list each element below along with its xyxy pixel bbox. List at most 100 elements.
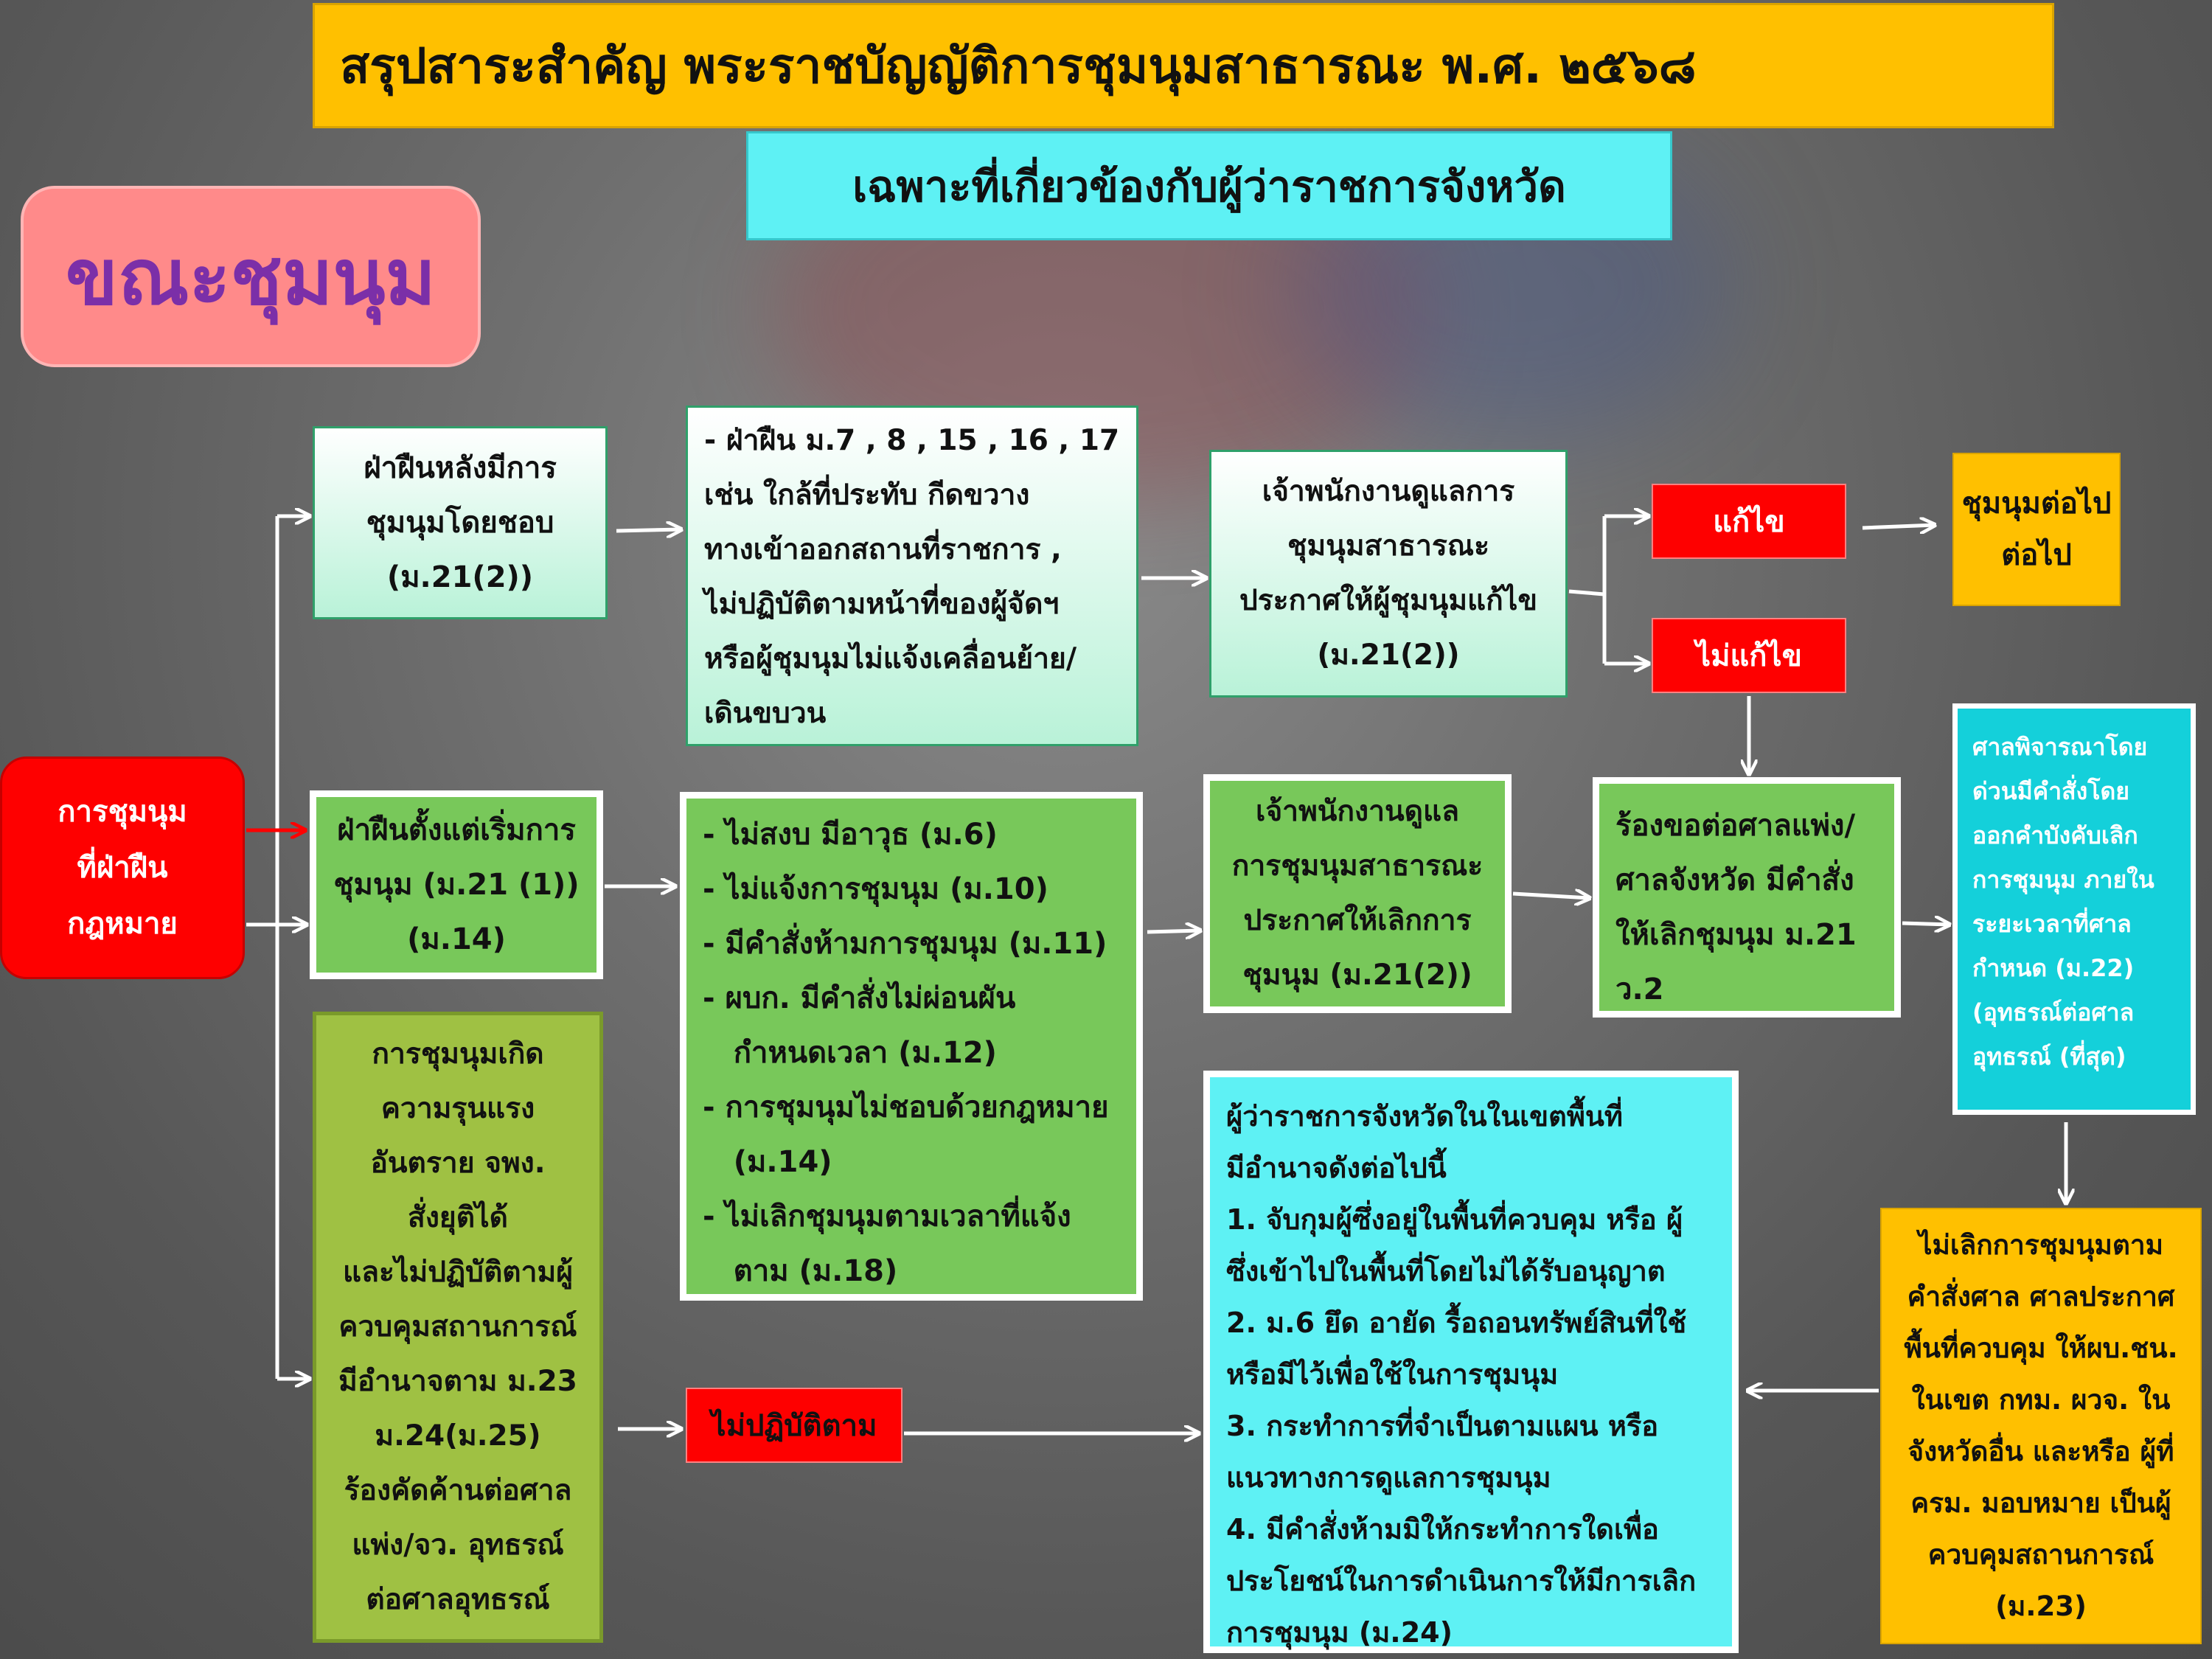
officer-fix-line-3: ประกาศให้ผู้ชุมนุมแก้ไข xyxy=(1239,584,1538,617)
court-order-line-7: (อุทธรณ์ต่อศาล xyxy=(1972,998,2135,1026)
governor-line-8: แนวทางการดูแลการชุมนุม xyxy=(1226,1461,1551,1494)
node-violate-from-start: ฝ่าฝืนตั้งแต่เริ่มการ ชุมนุม (ม.21 (1)) … xyxy=(310,790,603,979)
node-violations-list: - ฝ่าฝืน ม.7 , 8 , 15 , 16 , 17 เช่น ใกล… xyxy=(686,406,1138,746)
start-line-1: การชุมนุม xyxy=(58,795,187,829)
governor-line-10: ประโยชน์ในการดำเนินการให้มีการเลิก xyxy=(1226,1565,1697,1597)
node-officer-end: เจ้าพนักงานดูแล การชุมนุมสาธารณะ ประกาศใ… xyxy=(1203,774,1512,1013)
governor-line-1: ผู้ว่าราชการจังหวัดในในเขตพื้นที่ xyxy=(1226,1100,1623,1133)
violate-after-line-2: ชุมนุมโดยชอบ xyxy=(366,506,554,540)
violence-line-4: สั่งยุติได้ xyxy=(408,1201,508,1234)
court-order-line-4: การชุมนุม ภายใน xyxy=(1972,866,2154,894)
node-start: การชุมนุม ที่ฝ่าฝืน กฎหมาย xyxy=(0,757,245,979)
court-order-line-5: ระยะเวลาที่ศาล xyxy=(1972,910,2132,938)
control-area-line-5: จังหวัดอื่น และหรือ ผู้ที่ xyxy=(1907,1436,2174,1467)
violations-line-2: เช่น ใกล้ที่ประทับ กีดขวาง xyxy=(704,479,1030,512)
violations-line-1: - ฝ่าฝืน ม.7 , 8 , 15 , 16 , 17 xyxy=(704,424,1120,457)
causes-line-9: ตาม (ม.18) xyxy=(703,1254,898,1288)
control-area-line-2: คำสั่งศาล ศาลประกาศ xyxy=(1907,1281,2175,1312)
node-causes-list: - ไม่สงบ มีอาวุธ (ม.6) - ไม่แจ้งการชุมนุ… xyxy=(680,792,1143,1301)
node-governor: ผู้ว่าราชการจังหวัดในในเขตพื้นที่ มีอำนา… xyxy=(1203,1071,1739,1653)
violations-line-3: ทางเข้าออกสถานที่ราชการ , xyxy=(704,533,1062,566)
violence-line-6: ควบคุมสถานการณ์ xyxy=(338,1310,577,1343)
arrow-officer-end-to-court-request xyxy=(1512,894,1590,898)
causes-line-5: กำหนดเวลา (ม.12) xyxy=(703,1036,997,1070)
governor-line-5: 2. ม.6 ยึด อายัด รื้อถอนทรัพย์สินที่ใช้ xyxy=(1226,1307,1687,1339)
officer-end-line-1: เจ้าพนักงานดูแล xyxy=(1255,795,1460,828)
violence-line-8: ม.24(ม.25) xyxy=(375,1419,541,1453)
node-court-request: ร้องขอต่อศาลแพ่ง/ ศาลจังหวัด มีคำสั่ง ให… xyxy=(1593,777,1901,1018)
control-area-line-1: ไม่เลิกการชุมนุมตาม xyxy=(1918,1229,2164,1261)
violence-line-11: ต่อศาลอุทธรณ์ xyxy=(366,1583,550,1616)
governor-line-9: 4. มีคำสั่งห้ามมิให้กระทำการใดเพื่อ xyxy=(1226,1513,1659,1545)
violations-line-5: หรือผู้ชุมนุมไม่แจ้งเคลื่อนย้าย/ xyxy=(704,642,1077,675)
violate-start-line-3: (ม.14) xyxy=(407,922,506,956)
causes-line-8: - ไม่เลิกชุมนุมตามเวลาที่แจ้ง xyxy=(703,1200,1071,1234)
officer-fix-line-2: ชุมนุมสาธารณะ xyxy=(1287,529,1490,563)
officer-end-line-4: ชุมนุม (ม.21(2)) xyxy=(1242,959,1472,992)
violence-line-2: ความรุนแรง xyxy=(380,1092,535,1125)
governor-line-2: มีอำนาจดังต่อไปนี้ xyxy=(1226,1152,1447,1184)
violations-line-4: ไม่ปฏิบัติตามหน้าที่ของผู้จัดฯ xyxy=(704,588,1060,621)
violence-line-1: การชุมนุมเกิด xyxy=(372,1037,544,1071)
court-order-line-8: อุทธรณ์ (ที่สุด) xyxy=(1972,1043,2126,1071)
control-area-line-4: ในเขต กทม. ผวจ. ใน xyxy=(1911,1384,2171,1416)
causes-line-7: (ม.14) xyxy=(703,1145,832,1179)
continue-line-2: ต่อไป xyxy=(2001,538,2072,572)
subtitle-banner: เฉพาะที่เกี่ยวข้องกับผู้ว่าราชการจังหวัด xyxy=(746,131,1672,240)
section-label-box: ขณะชุมนุม xyxy=(21,186,481,367)
court-order-line-2: ด่วนมีคำสั่งโดย xyxy=(1972,777,2129,805)
causes-line-3: - มีคำสั่งห้ามการชุมนุม (ม.11) xyxy=(703,927,1107,961)
arrow-violate-after-to-list xyxy=(616,529,681,531)
node-court-order: ศาลพิจารณาโดย ด่วนมีคำสั่งโดย ออกคำบังคั… xyxy=(1952,703,2196,1115)
governor-line-6: หรือมีไว้เพื่อใช้ในการชุมนุม xyxy=(1226,1358,1559,1391)
node-not-fixed: ไม่แก้ไข xyxy=(1652,618,1846,693)
violate-start-line-2: ชุมนุม (ม.21 (1)) xyxy=(333,868,580,902)
page-subtitle: เฉพาะที่เกี่ยวข้องกับผู้ว่าราชการจังหวัด xyxy=(852,161,1566,212)
causes-line-4: - ผบก. มีคำสั่งไม่ผ่อนผัน xyxy=(703,981,1016,1015)
fixed-label: แก้ไข xyxy=(1713,505,1785,539)
wire-officer-fix-branch xyxy=(1568,516,1607,664)
title-banner: สรุปสาระสำคัญ พระราชบัญญัติการชุมนุมสาธา… xyxy=(313,3,2054,128)
arrow-causes-to-officer-end xyxy=(1147,931,1200,932)
arrow-court-request-to-court-order xyxy=(1902,923,1950,925)
court-request-line-1: ร้องขอต่อศาลแพ่ง/ xyxy=(1615,809,1856,843)
court-order-line-6: กำหนด (ม.22) xyxy=(1972,954,2135,982)
start-line-3: กฎหมาย xyxy=(67,907,178,941)
start-line-2: ที่ฝ่าฝืน xyxy=(77,851,168,885)
continue-line-1: ชุมนุมต่อไป xyxy=(1961,487,2112,521)
violations-line-6: เดินขบวน xyxy=(704,697,827,730)
violence-line-7: มีอำนาจตาม ม.23 xyxy=(338,1365,577,1398)
court-request-line-3: ให้เลิกชุมนุม ม.21 xyxy=(1615,918,1857,952)
violate-start-line-1: ฝ่าฝืนตั้งแต่เริ่มการ xyxy=(337,813,576,847)
causes-line-2: - ไม่แจ้งการชุมนุม (ม.10) xyxy=(703,872,1048,906)
violence-line-9: ร้องคัดค้านต่อศาล xyxy=(344,1474,572,1507)
officer-fix-line-4: (ม.21(2)) xyxy=(1317,639,1460,672)
control-area-line-8: (ม.23) xyxy=(1995,1590,2087,1622)
governor-line-11: การชุมนุม (ม.24) xyxy=(1226,1616,1453,1649)
causes-line-6: - การชุมนุมไม่ชอบด้วยกฎหมาย xyxy=(703,1091,1109,1124)
violence-line-5: และไม่ปฏิบัติตามผู้ xyxy=(342,1256,574,1289)
court-order-line-1: ศาลพิจารณาโดย xyxy=(1972,733,2148,761)
node-control-area: ไม่เลิกการชุมนุมตาม คำสั่งศาล ศาลประกาศ … xyxy=(1880,1208,2202,1644)
not-comply-label: ไม่ปฏิบัติตาม xyxy=(711,1409,877,1443)
node-violate-after: ฝ่าฝืนหลังมีการ ชุมนุมโดยชอบ (ม.21(2)) xyxy=(313,426,608,619)
not-fixed-label: ไม่แก้ไข xyxy=(1696,639,1802,673)
node-fixed: แก้ไข xyxy=(1652,484,1846,559)
node-violence: การชุมนุมเกิด ความรุนแรง อันตราย จพง. สั… xyxy=(313,1012,603,1643)
court-request-line-2: ศาลจังหวัด มีคำสั่ง xyxy=(1615,863,1854,897)
court-request-line-4: ว.2 xyxy=(1615,973,1664,1006)
page-title: สรุปสาระสำคัญ พระราชบัญญัติการชุมนุมสาธา… xyxy=(340,37,1697,94)
causes-line-1: - ไม่สงบ มีอาวุธ (ม.6) xyxy=(703,818,998,852)
node-continue: ชุมนุมต่อไป ต่อไป xyxy=(1952,453,2121,606)
governor-line-3: 1. จับกุมผู้ซึ่งอยู่ในพื้นที่ควบคุม หรือ… xyxy=(1226,1203,1683,1236)
court-order-line-3: ออกคำบังคับเลิก xyxy=(1972,821,2138,849)
control-area-line-7: ควบคุมสถานการณ์ xyxy=(1927,1539,2154,1571)
node-not-comply: ไม่ปฏิบัติตาม xyxy=(686,1388,902,1463)
arrow-fixed-to-continue xyxy=(1862,525,1935,528)
section-label: ขณะชุมนุม xyxy=(65,232,437,322)
violate-after-line-3: (ม.21(2)) xyxy=(386,560,534,594)
control-area-line-6: ครม. มอบหมาย เป็นผู้ xyxy=(1910,1487,2171,1519)
governor-line-7: 3. กระทำการที่จำเป็นตามแผน หรือ xyxy=(1226,1410,1659,1442)
